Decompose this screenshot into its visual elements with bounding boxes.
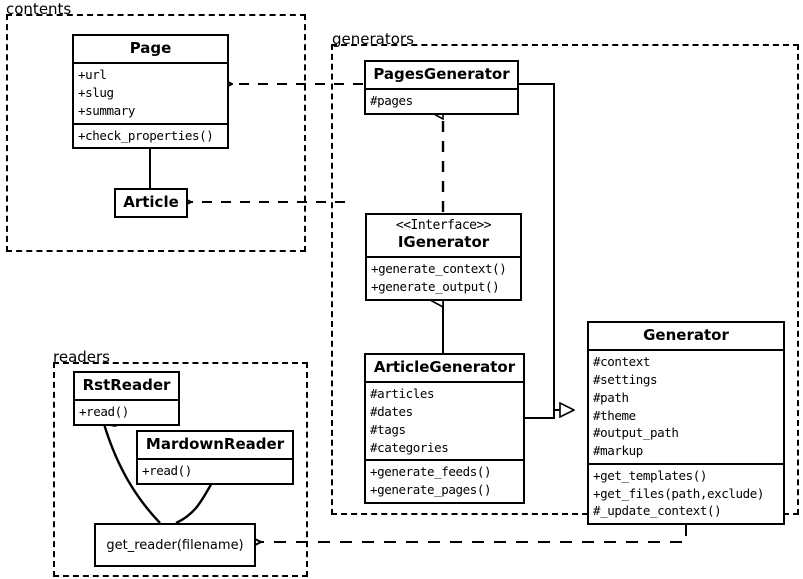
method-row: +generate_feeds() [370, 464, 492, 480]
attribute-row: #context [593, 354, 651, 370]
method-row: #_update_context() [593, 503, 722, 519]
function-name-get-reader: get_reader(filename) [106, 537, 244, 553]
attribute-row: #dates [370, 404, 413, 419]
class-name-mardown-reader: MardownReader [145, 435, 285, 453]
class-methods-article-generator: +generate_feeds() +generate_pages() [366, 459, 523, 502]
attribute-row: #categories [370, 439, 449, 455]
class-attributes-generator: #context #settings #path #theme #output_… [589, 349, 783, 463]
class-name-article: Article [123, 193, 179, 211]
class-name-pages-generator: PagesGenerator [373, 65, 510, 83]
attribute-row: #settings [593, 372, 658, 387]
package-readers-frame [53, 362, 308, 577]
class-methods-generator: +get_templates() +get_files(path,exclude… [589, 462, 783, 523]
method-row: +generate_context() [371, 261, 507, 277]
class-box-page[interactable]: Page +url +slug +summary +check_properti… [72, 34, 229, 150]
attribute-row: +url [78, 67, 107, 83]
class-name-igenerator: <<Interface>> IGenerator [367, 215, 520, 256]
class-box-generator[interactable]: Generator #context #settings #path #them… [587, 321, 785, 525]
class-box-article[interactable]: Article [114, 188, 188, 219]
method-row: +read() [79, 404, 129, 420]
class-attributes-article-generator: #articles #dates #tags #categories [366, 381, 523, 459]
class-name-article-generator: ArticleGenerator [373, 358, 516, 376]
class-name-generator: Generator [643, 326, 729, 344]
class-box-article-generator[interactable]: ArticleGenerator #articles #dates #tags … [364, 353, 525, 504]
method-row: +generate_pages() [370, 482, 492, 497]
class-box-rst-reader[interactable]: RstReader +read() [73, 371, 180, 426]
class-name-text: IGenerator [397, 232, 490, 251]
method-row: +read() [142, 463, 192, 479]
method-row: +get_templates() [593, 467, 708, 483]
class-box-pages-generator[interactable]: PagesGenerator #pages [364, 60, 519, 115]
attribute-row: #articles [370, 386, 435, 402]
method-row: +generate_output() [371, 278, 500, 294]
class-attributes-pages-generator: #pages [366, 88, 517, 113]
attribute-row: #path [593, 389, 629, 405]
class-methods-mardown-reader: +read() [138, 458, 292, 483]
attribute-row: +summary [78, 102, 136, 118]
method-row: +check_properties() [78, 127, 214, 143]
attribute-row: #tags [370, 421, 406, 437]
method-row: +get_files(path,exclude) [593, 485, 765, 501]
class-box-mardown-reader[interactable]: MardownReader +read() [136, 430, 294, 485]
class-methods-igenerator: +generate_context() +generate_output() [367, 256, 520, 299]
class-attributes-page: +url +slug +summary [74, 62, 227, 122]
package-contents-label: contents [6, 0, 72, 18]
class-name-rst-reader: RstReader [82, 376, 171, 394]
attribute-row: #output_path [593, 425, 679, 441]
attribute-row: #markup [593, 443, 643, 458]
class-stereotype-igenerator: <<Interface>> [395, 218, 492, 233]
class-box-igenerator[interactable]: <<Interface>> IGenerator +generate_conte… [365, 213, 522, 301]
class-name-page: Page [129, 39, 172, 57]
package-generators-label: generators [332, 30, 414, 48]
package-contents-frame [6, 14, 306, 252]
function-box-get-reader[interactable]: get_reader(filename) [94, 523, 256, 567]
class-methods-page: +check_properties() [74, 122, 227, 148]
attribute-row: #theme [593, 407, 636, 423]
package-readers-label: readers [53, 348, 110, 366]
attribute-row: #pages [370, 93, 413, 109]
class-methods-rst-reader: +read() [75, 399, 178, 424]
attribute-row: +slug [78, 85, 114, 100]
